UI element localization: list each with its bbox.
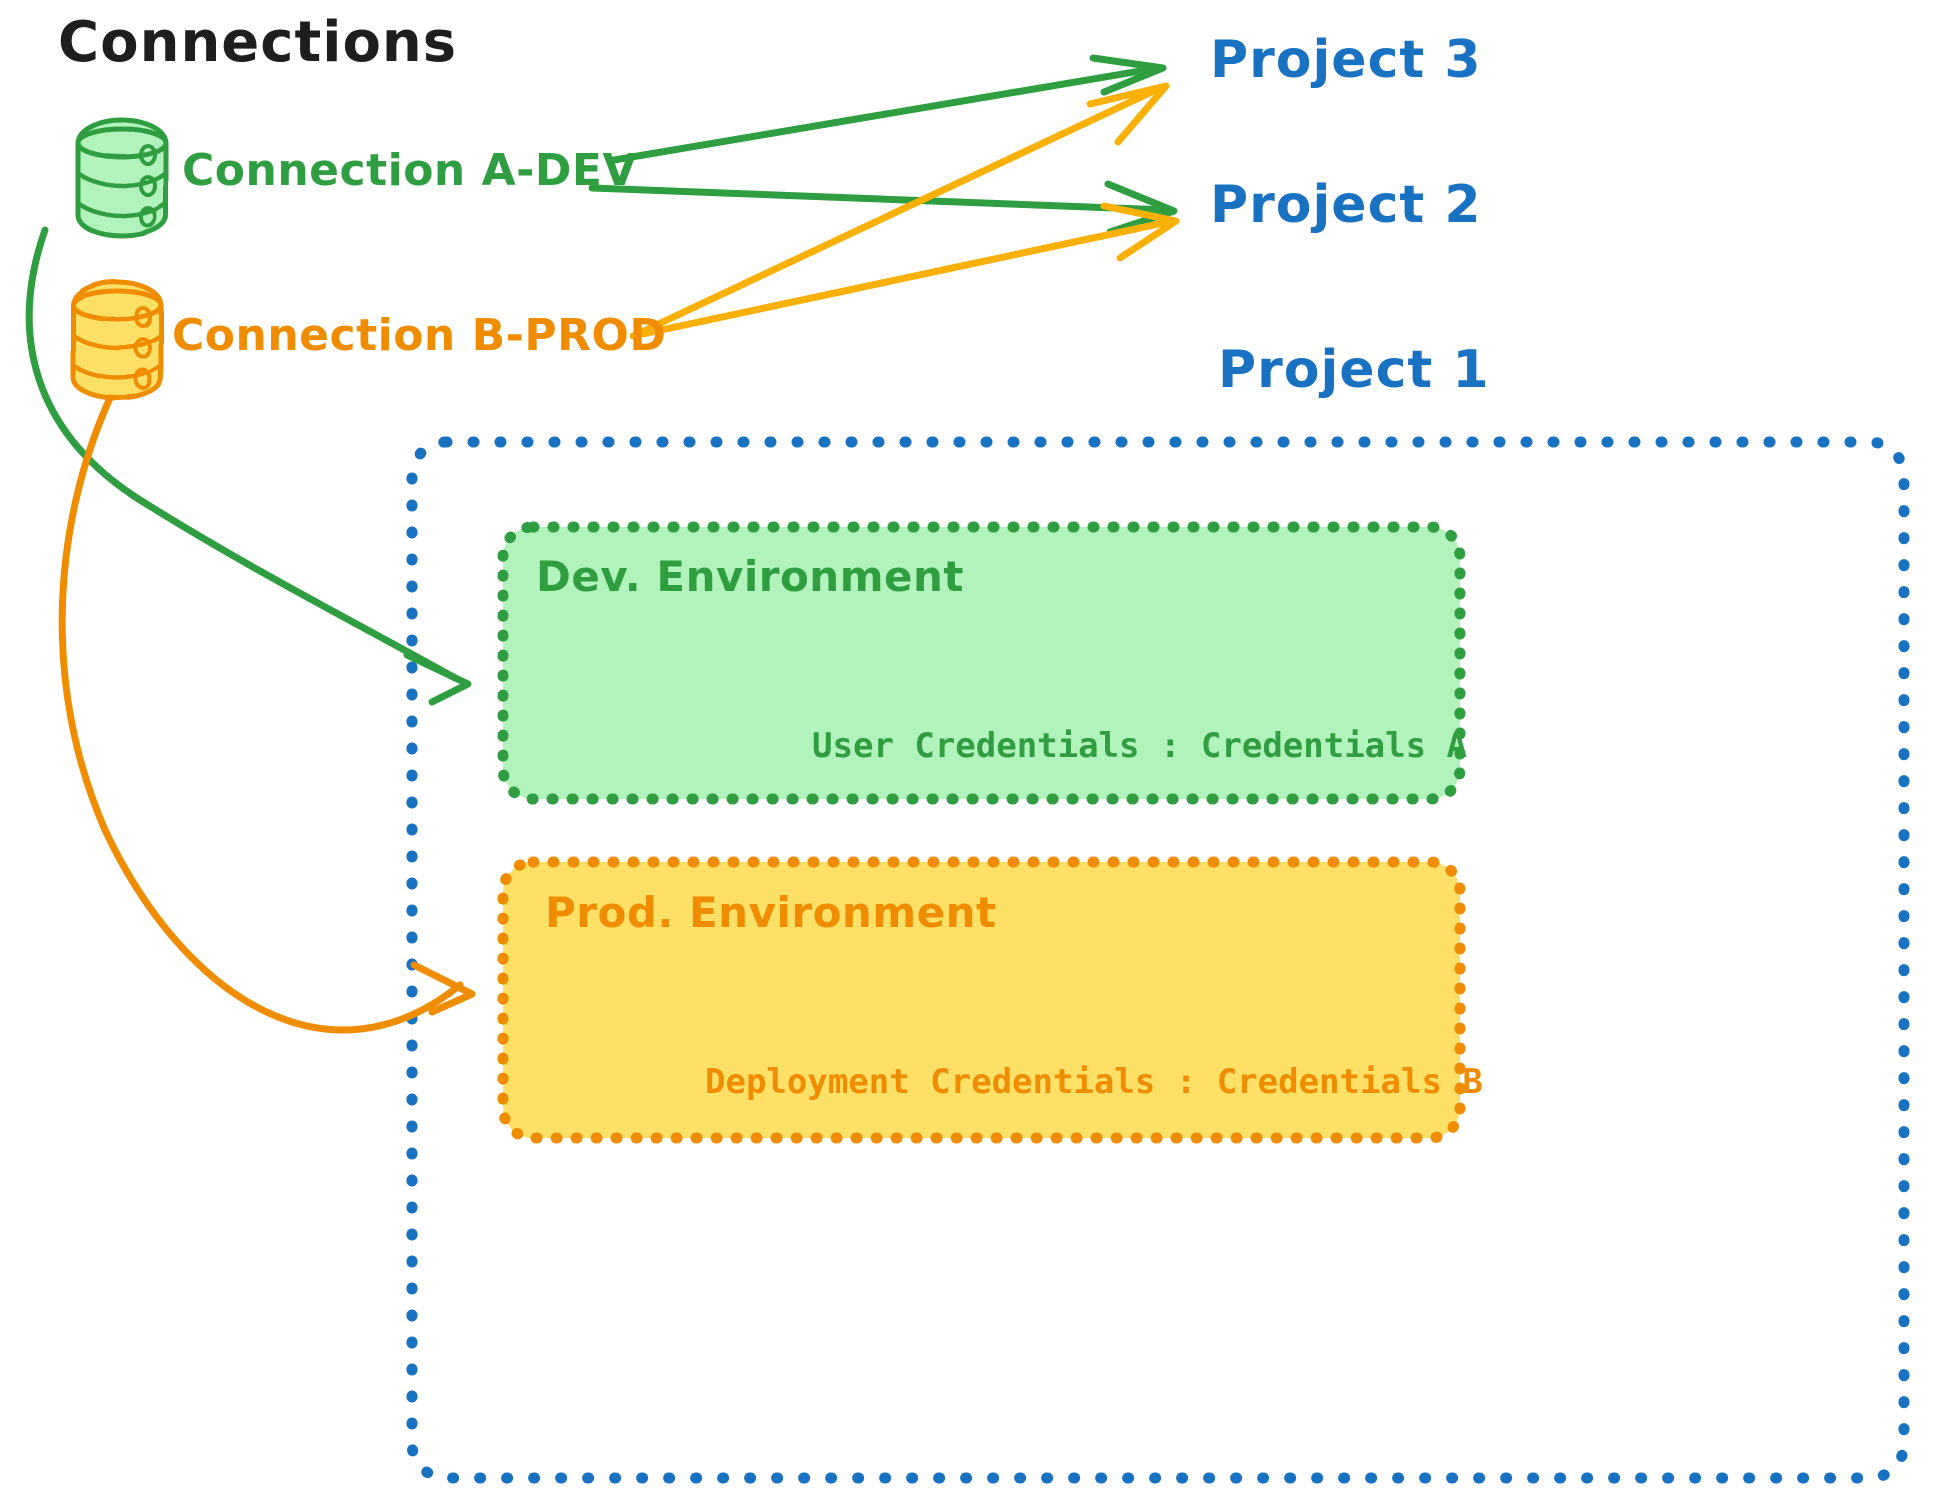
project-1-label[interactable]: Project 1 xyxy=(1218,340,1490,400)
connection-b-label[interactable]: Connection B-PROD xyxy=(172,310,667,361)
connection-a-label[interactable]: Connection A-DEV xyxy=(182,145,638,196)
edge-connA-project2 xyxy=(588,180,1178,236)
project-3-label[interactable]: Project 3 xyxy=(1210,30,1482,90)
page-title: Connections xyxy=(58,10,458,75)
dev-environment-box xyxy=(497,521,1466,805)
edge-connB-prod-environment xyxy=(58,394,476,1034)
project-2-label[interactable]: Project 2 xyxy=(1210,175,1482,235)
edge-connA-project3 xyxy=(610,54,1167,164)
database-cylinder-icon-b xyxy=(70,279,164,401)
database-cylinder-icon-a xyxy=(75,117,169,239)
edge-connA-dev-environment xyxy=(25,226,472,706)
project1-boundary xyxy=(406,436,1910,1484)
prod-environment-title: Prod. Environment xyxy=(545,888,997,937)
dev-environment-credentials: User Credentials : Credentials A xyxy=(812,726,1468,766)
dev-environment-title: Dev. Environment xyxy=(536,552,964,601)
prod-environment-box xyxy=(497,856,1466,1144)
edge-connB-project3 xyxy=(629,82,1170,340)
prod-environment-credentials: Deployment Credentials : Credentials B xyxy=(705,1062,1483,1102)
edge-connB-project2 xyxy=(629,202,1180,340)
